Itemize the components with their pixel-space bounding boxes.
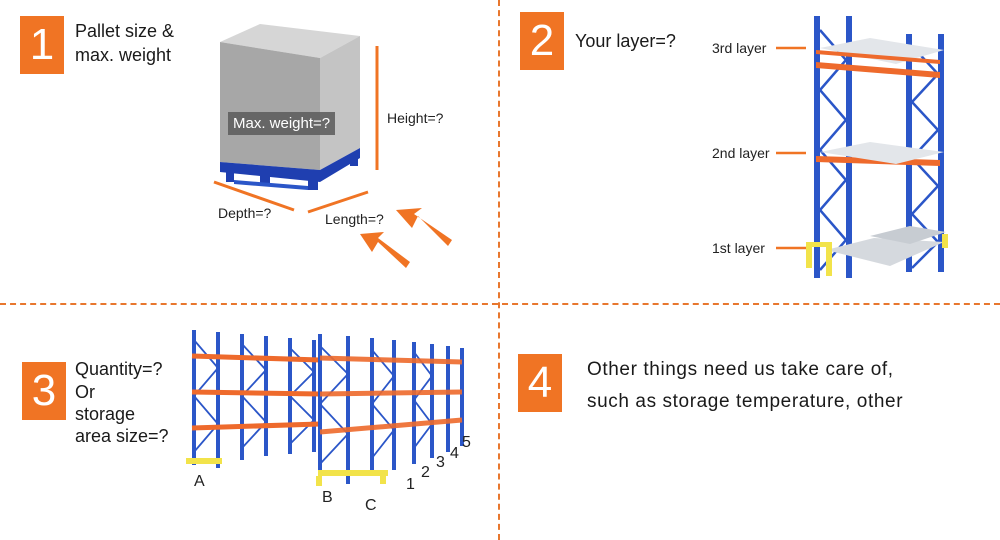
panel3-line2: Or — [75, 382, 95, 402]
panel1-title-line2: max. weight — [75, 45, 172, 65]
layer-label-3: 3rd layer — [712, 40, 767, 56]
panel3-line1: Quantity=? — [75, 359, 163, 379]
column-label-5: 5 — [462, 434, 471, 451]
row-label-c: C — [365, 497, 377, 514]
rack-layers-illustration — [776, 16, 948, 278]
horizontal-divider — [0, 303, 1000, 305]
max-weight-label: Max. weight=? — [228, 112, 336, 135]
depth-label: Depth=? — [218, 205, 272, 221]
row-label-b: B — [322, 489, 333, 506]
length-label: Length=? — [325, 211, 384, 227]
step-badge-1: 1 — [20, 16, 64, 74]
layer-label-2: 2nd layer — [712, 145, 770, 161]
height-label: Height=? — [387, 110, 444, 126]
panel2-title: Your layer=? — [575, 31, 676, 51]
column-label-2: 2 — [421, 464, 430, 481]
column-label-4: 4 — [450, 445, 459, 462]
panel3-line3: storage — [75, 404, 136, 424]
warehouse-racks-illustration — [186, 330, 464, 486]
panel3-line4: area size=? — [75, 426, 169, 446]
step-badge-3: 3 — [22, 362, 66, 420]
layer-label-1: 1st layer — [712, 240, 765, 256]
panel1-title-line1: Pallet size & — [75, 21, 175, 41]
column-label-3: 3 — [436, 454, 445, 471]
row-label-a: A — [194, 473, 205, 490]
panel4-line2: such as storage temperature, other — [587, 391, 904, 412]
step-badge-4: 4 — [518, 354, 562, 412]
vertical-divider — [498, 0, 500, 540]
panel4-line1: Other things need us take care of, — [587, 359, 894, 380]
column-label-1: 1 — [406, 476, 415, 493]
step-badge-2: 2 — [520, 12, 564, 70]
pallet-box-illustration — [213, 24, 452, 268]
